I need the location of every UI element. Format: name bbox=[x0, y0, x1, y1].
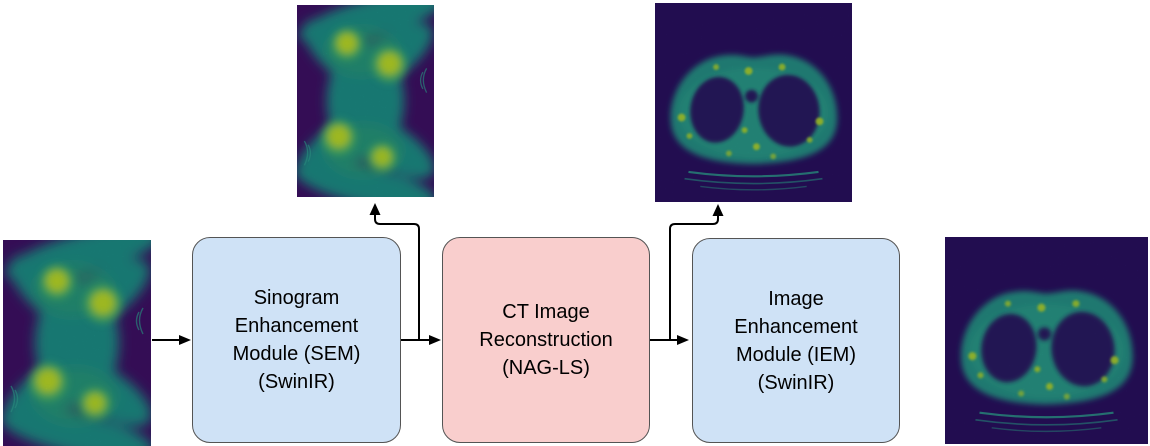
iem-module-label: Image Enhancement Module (IEM) (SwinIR) bbox=[734, 287, 858, 394]
sem-module-label: Sinogram Enhancement Module (SEM) (SwinI… bbox=[232, 287, 361, 393]
iem-module-box: Image Enhancement Module (IEM) (SwinIR) bbox=[692, 238, 900, 443]
arrow-input-to-sem bbox=[152, 335, 191, 345]
ct-reconstruction-label: CT Image Reconstruction (NAG-LS) bbox=[479, 301, 613, 379]
arrow-sem-to-recon bbox=[401, 335, 441, 345]
input-sinogram-image bbox=[3, 240, 151, 446]
sem-module-box: Sinogram Enhancement Module (SEM) (SwinI… bbox=[192, 237, 401, 443]
reconstructed-ct-image bbox=[655, 3, 852, 202]
enhanced-sinogram-image bbox=[297, 5, 434, 197]
ct-reconstruction-box: CT Image Reconstruction (NAG-LS) bbox=[442, 237, 650, 443]
enhanced-ct-image bbox=[945, 237, 1148, 444]
arrow-recon-to-iem bbox=[650, 335, 689, 345]
